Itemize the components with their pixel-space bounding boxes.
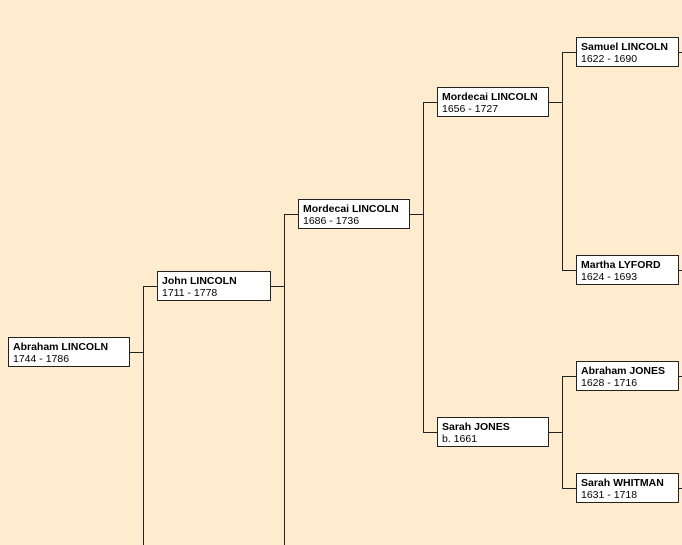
person-dates: 1622 - 1690 [581,53,638,65]
person-box-abraham-lincoln-1744[interactable]: Abraham LINCOLN 1744 - 1786 [8,337,130,367]
connector-line [548,432,562,433]
person-name: Mordecai LINCOLN [303,203,399,215]
person-dates: 1711 - 1778 [162,287,218,299]
person-dates: 1744 - 1786 [13,353,70,365]
person-box-mordecai-lincoln-1656[interactable]: Mordecai LINCOLN 1656 - 1727 [437,87,549,117]
person-name: Sarah WHITMAN [581,477,664,489]
connector-line [562,376,576,377]
person-name: Abraham LINCOLN [13,341,109,353]
connector-line [423,432,437,433]
person-box-sarah-whitman-1631[interactable]: Sarah WHITMAN 1631 - 1718 [576,473,679,503]
connector-line [423,102,424,433]
connector-line [284,214,285,545]
person-name: Martha LYFORD [581,259,661,271]
person-box-john-lincoln-1711[interactable]: John LINCOLN 1711 - 1778 [157,271,271,301]
connector-line [143,286,144,545]
connector-line [423,102,437,103]
connector-line [678,488,682,489]
person-box-martha-lyford-1624[interactable]: Martha LYFORD 1624 - 1693 [576,255,679,285]
connector-line [129,352,143,353]
connector-line [678,270,682,271]
connector-line [562,270,576,271]
connector-line [409,214,423,215]
connector-line [284,214,298,215]
connector-line [678,376,682,377]
connector-line [270,286,284,287]
person-dates: 1624 - 1693 [581,271,638,283]
person-dates: 1628 - 1716 [581,377,638,389]
connector-line [562,52,576,53]
person-dates: 1656 - 1727 [442,103,499,115]
person-name: Samuel LINCOLN [581,41,668,53]
person-box-samuel-lincoln-1622[interactable]: Samuel LINCOLN 1622 - 1690 [576,37,679,67]
connector-line [548,102,562,103]
connector-line [562,376,563,489]
person-name: Mordecai LINCOLN [442,91,538,103]
person-name: John LINCOLN [162,275,237,287]
person-name: Sarah JONES [442,421,510,433]
person-dates: 1631 - 1718 [581,489,638,501]
person-box-sarah-jones-1661[interactable]: Sarah JONES b. 1661 [437,417,549,447]
connector-line [562,488,576,489]
connector-line [678,52,682,53]
person-dates: 1686 - 1736 [303,215,360,227]
person-name: Abraham JONES [581,365,666,377]
person-box-abraham-jones-1628[interactable]: Abraham JONES 1628 - 1716 [576,361,679,391]
connector-line [562,52,563,271]
person-dates: b. 1661 [442,433,478,445]
person-box-mordecai-lincoln-1686[interactable]: Mordecai LINCOLN 1686 - 1736 [298,199,410,229]
connector-line [143,286,158,287]
